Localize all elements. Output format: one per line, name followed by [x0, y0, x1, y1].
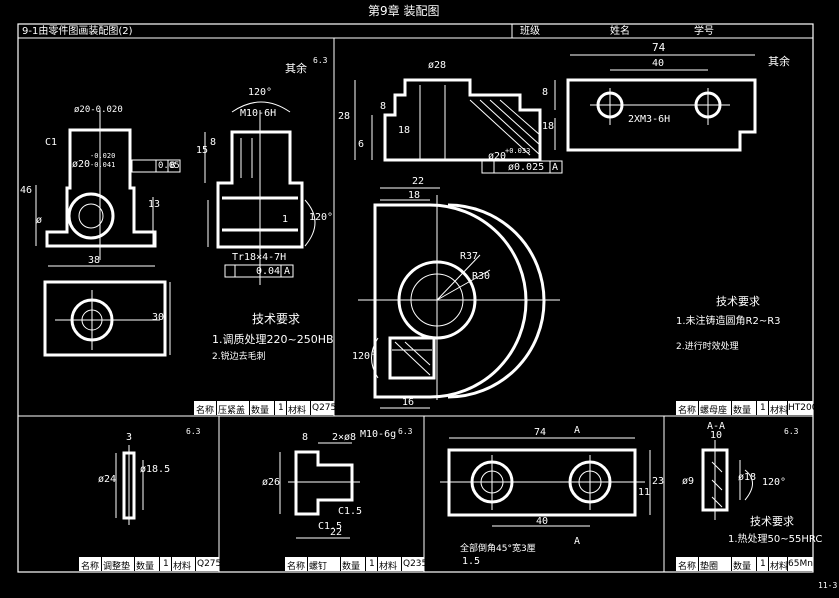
b2-c2: 2×ø8 [332, 432, 357, 443]
sheet-border [17, 23, 814, 573]
tl-d1: 1 [282, 214, 289, 225]
class-label: 班级 [520, 26, 540, 37]
tl-dim-d20: ø20-0.020 [74, 105, 123, 115]
b4-d9: ø9 [682, 476, 695, 487]
page-title: 第9章 装配图 [368, 4, 440, 18]
tl-d8: 8 [210, 137, 217, 148]
tr-w74: 74 [652, 41, 666, 54]
b4-d18: ø18 [738, 472, 757, 483]
b4-w10: 10 [710, 430, 723, 441]
tl-h46: 46 [20, 185, 33, 196]
tr-h28: 28 [338, 111, 351, 122]
b3-w40: 40 [536, 516, 549, 527]
b1-w3: 3 [126, 432, 133, 443]
tr-w16: 16 [402, 397, 415, 408]
tr-h8: 8 [380, 101, 387, 112]
titleblock-b1: 名称 调整垫 数量 1 材料 Q275 [79, 557, 222, 572]
tl-d15: 15 [196, 145, 209, 156]
tl-m10: M10-6H [240, 108, 277, 119]
tl-angle: 120° [248, 87, 273, 98]
tr-h18: 18 [542, 121, 555, 132]
tr-w40: 40 [652, 58, 665, 69]
screw-outline [294, 450, 354, 516]
b4-tech-1: 1.热处理50~55HRC [728, 534, 823, 545]
tr-d20: ø20 [488, 151, 507, 162]
b4-tech-title: 技术要求 [750, 515, 794, 528]
tl-a120: 120° [309, 212, 334, 223]
tl-front-outline [45, 128, 157, 248]
b3-h23: 23 [652, 476, 665, 487]
tl-phi: ø [36, 215, 43, 226]
cover-outline [566, 78, 757, 152]
tl-datum-a: A [284, 266, 291, 277]
titleblock-b4: 名称 垫圈 数量 1 材料 65Mn [676, 557, 813, 572]
b1-d185: ø18.5 [140, 464, 171, 475]
nut-front-outline [383, 78, 542, 162]
titleblock-mid-left: 名称 压紧盖 数量 1 材料 Q275 [194, 401, 337, 416]
page-number: 11-3 [818, 581, 838, 590]
tr-h18b: 18 [398, 125, 411, 136]
tr-tech-title: 技术要求 [716, 295, 760, 308]
tr-d28: ø28 [428, 60, 447, 71]
tr-rest-finish: 其余 [768, 55, 790, 68]
id-label: 学号 [694, 26, 714, 37]
b2-rough: 6.3 [398, 427, 413, 436]
b3-w15: 1.5 [462, 556, 481, 567]
tl-tol-a: -0.020 [90, 152, 116, 160]
tl-w38: 38 [88, 255, 101, 266]
b1-rough: 6.3 [186, 427, 201, 436]
tl-w30: 30 [152, 312, 165, 323]
b3-a1: A [574, 425, 581, 436]
tl-datum-b: B [170, 161, 176, 171]
tl-dim-c1: C1 [45, 137, 58, 148]
nut-side-outline [373, 203, 528, 399]
b2-w8: 8 [302, 432, 309, 443]
tr-h8b: 8 [542, 87, 549, 98]
sheet-subtitle: 9-1由零件图画装配图(2) [22, 26, 133, 37]
tr-holes: 2XM3-6H [628, 114, 671, 125]
tr-a120: 120° [352, 351, 377, 362]
tr-perp-val: ø0.025 [508, 162, 545, 173]
b3-w74: 74 [534, 427, 547, 438]
tr-perp-datum: A [552, 162, 559, 173]
b3-note: 全部倒角45°宽3厘 [460, 544, 536, 554]
titleblock-mid-right: 名称 螺母座 数量 1 材料 HT200 [676, 401, 818, 416]
tr-w18: 18 [408, 190, 421, 201]
b2-w22: 22 [330, 527, 343, 538]
tl-tech-1: 1.调质处理220~250HB [212, 333, 334, 346]
name-label: 姓名 [610, 26, 630, 37]
tr-tech-1: 1.未注铸造圆角R2~R3 [676, 316, 781, 327]
tr-r37: R37 [460, 251, 479, 262]
tl-tol-b: -0.041 [90, 161, 116, 169]
b4-a120: 120° [762, 477, 787, 488]
b2-c15b: C1.5 [318, 521, 343, 532]
tl-tr: Tr18×4-7H [232, 252, 287, 263]
tl-dim-d20-tol: ø20 [72, 159, 91, 170]
b2-m10: M10-6g [360, 429, 397, 440]
b2-d26: ø26 [262, 477, 281, 488]
tr-tech-2: 2.进行时效处理 [676, 342, 739, 352]
b2-c15: C1.5 [338, 506, 363, 517]
tl-plan-outline [43, 280, 167, 357]
tl-tech-title: 技术要求 [252, 312, 301, 326]
b4-rough: 6.3 [784, 427, 799, 436]
tr-side-outline [216, 130, 304, 249]
titleblock-b2: 名称 螺钉 数量 1 材料 Q235 [285, 557, 428, 572]
b1-d24: ø24 [98, 474, 117, 485]
tl-tech-2: 2.锐边去毛刺 [212, 352, 266, 362]
tl-flat-frame: 0.05 [158, 161, 180, 171]
tr-r30: R30 [472, 271, 491, 282]
tl-par-frame: 0.04 [256, 266, 281, 277]
tr-d20tol: +0.033 [505, 147, 531, 155]
tr-w22: 22 [412, 176, 425, 187]
b3-a2: A [574, 536, 581, 547]
tr-h6: 6 [358, 139, 365, 150]
tl-rough: 6.3 [313, 56, 328, 65]
b4-aa: A-A [707, 421, 726, 432]
tl-h13: 13 [148, 199, 161, 210]
b3-h11: 11 [638, 487, 651, 498]
tl-rest-finish: 其余 [285, 62, 307, 75]
